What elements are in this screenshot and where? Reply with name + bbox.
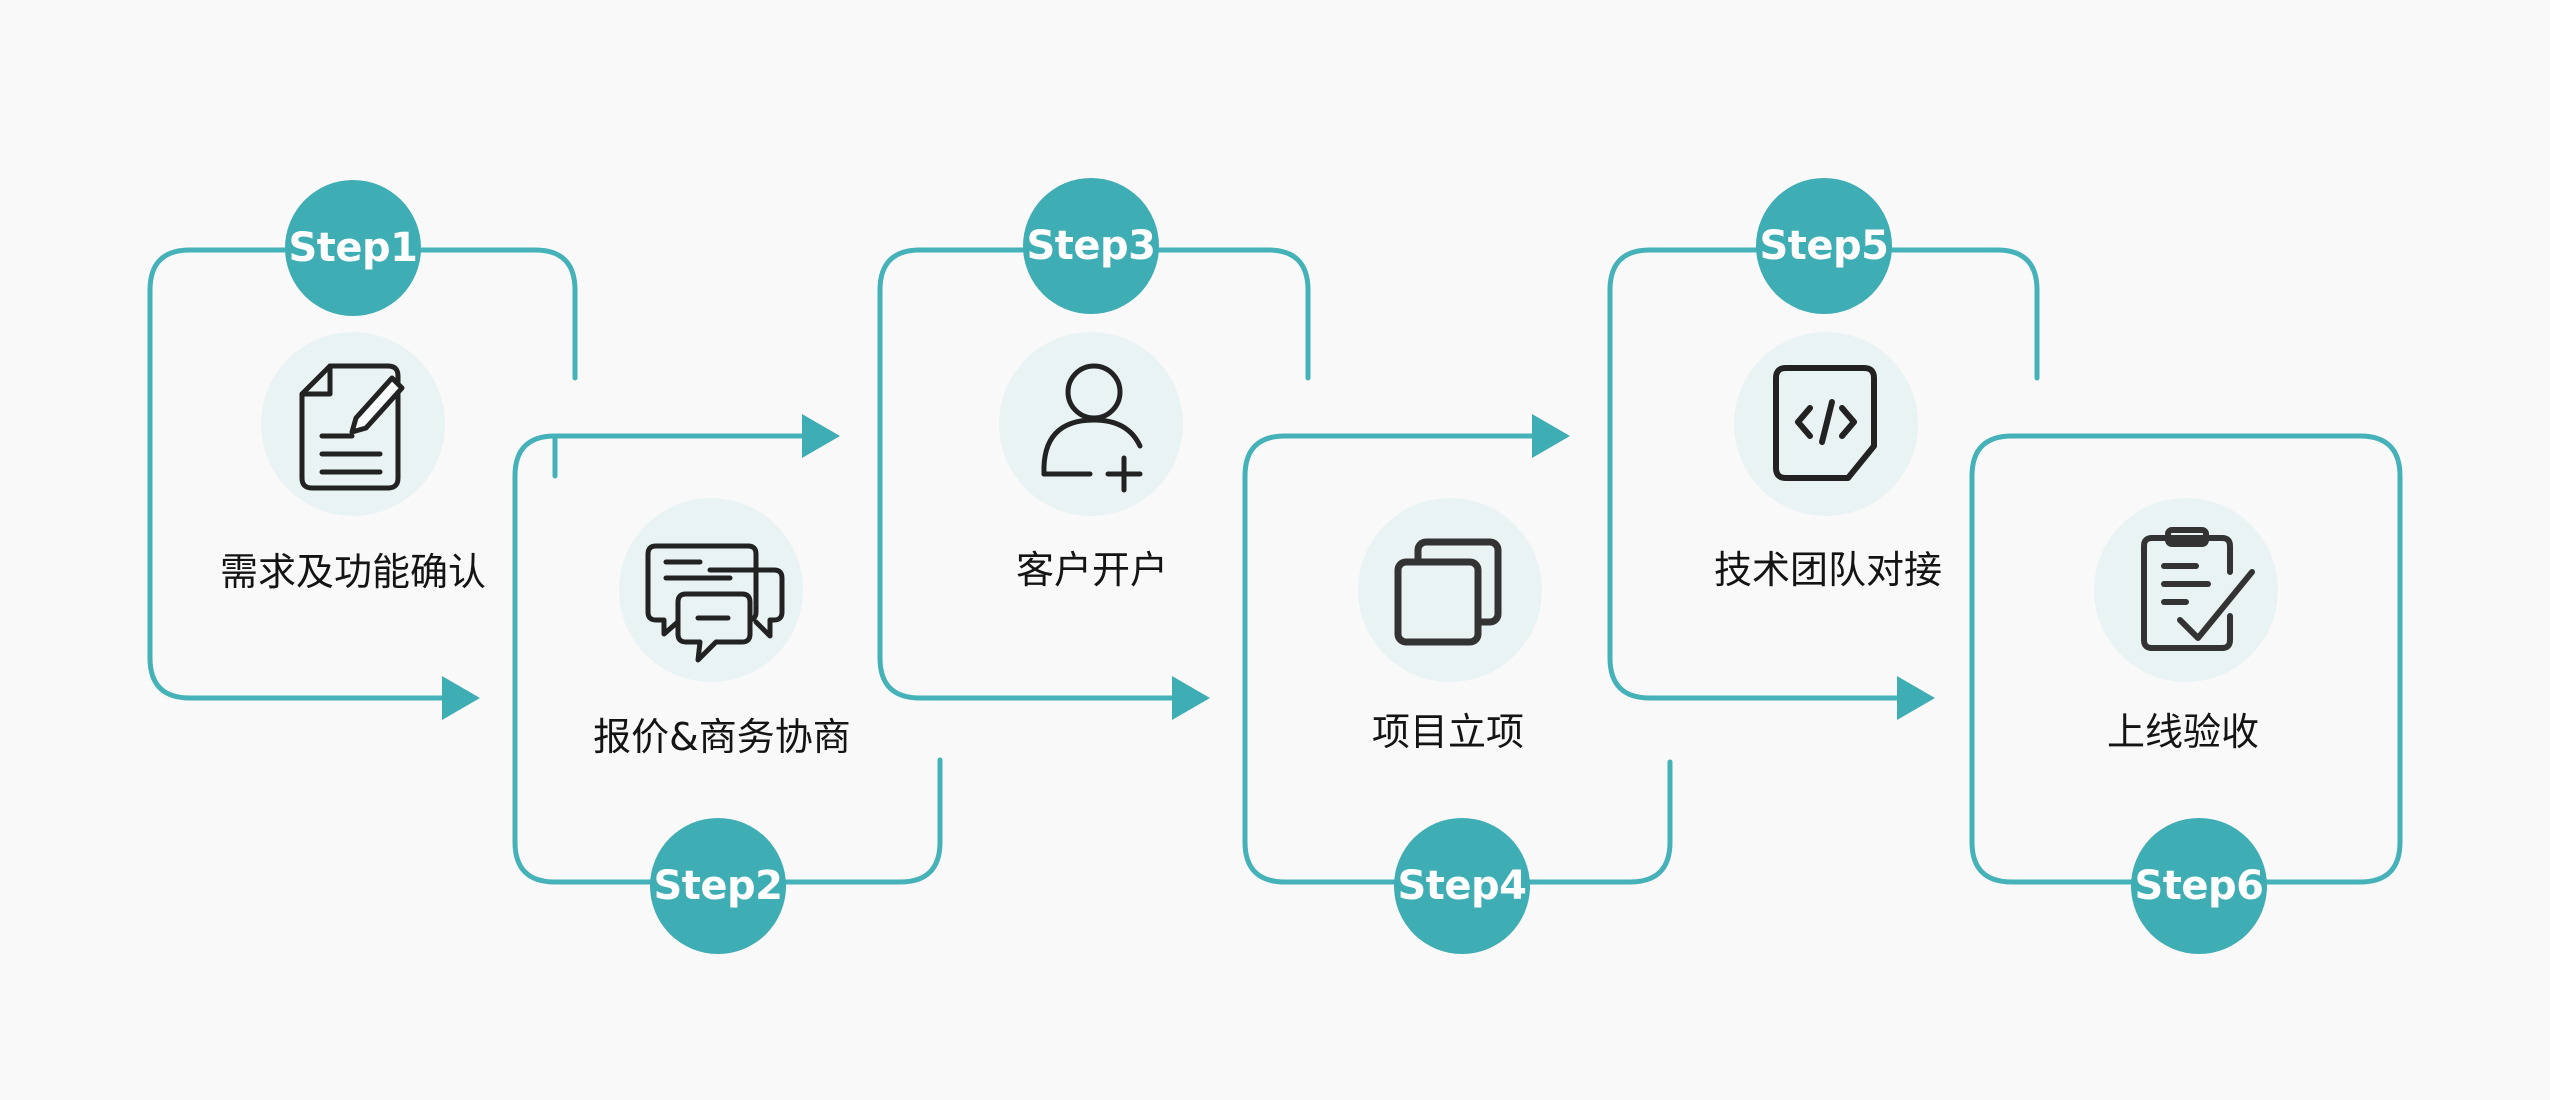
step-title-6: 上线验收 [2106, 709, 2259, 754]
frame-step4-main [1242, 433, 1673, 885]
frame-step3 [877, 247, 1311, 701]
arrow-5 [1897, 676, 1935, 720]
step-title-1: 需求及功能确认 [219, 549, 486, 594]
stacked-squares-icon [1394, 538, 1502, 646]
arrow-3 [1172, 676, 1210, 720]
step-title-4: 项目立项 [1371, 709, 1524, 754]
frame-step2-main [512, 433, 943, 885]
document-edit-icon [299, 363, 405, 491]
icon-bg-6 [2094, 498, 2278, 682]
step-title-3: 客户开户 [1015, 547, 1168, 592]
step-circle-2 [650, 818, 786, 954]
step-circle-4 [1394, 818, 1530, 954]
step-label-3: Step3 [1026, 223, 1156, 269]
step-circle-6 [2131, 818, 2267, 954]
frame-step6 [1969, 433, 2403, 885]
code-card-icon [1773, 365, 1877, 481]
arrow-1 [442, 676, 480, 720]
step-title-5: 技术团队对接 [1713, 547, 1942, 592]
step-title-2: 报价&商务协商 [593, 714, 851, 759]
icon-bg-3 [999, 332, 1183, 516]
step-circle-1 [285, 180, 421, 316]
step-label-2: Step2 [653, 863, 783, 909]
clipboard-check-icon [2141, 527, 2255, 651]
step-circle-3 [1023, 178, 1159, 314]
arrow-2 [802, 414, 840, 458]
frame-step5 [1607, 247, 2040, 701]
step-circle-5 [1756, 178, 1892, 314]
step-label-4: Step4 [1397, 863, 1527, 909]
step-label-1: Step1 [288, 225, 418, 271]
step-label-6: Step6 [2134, 863, 2264, 909]
step-label-5: Step5 [1759, 223, 1889, 269]
frame-step1 [147, 247, 578, 701]
arrow-4 [1532, 414, 1570, 458]
add-user-icon [1041, 363, 1143, 493]
chat-bubbles-icon [645, 543, 785, 663]
